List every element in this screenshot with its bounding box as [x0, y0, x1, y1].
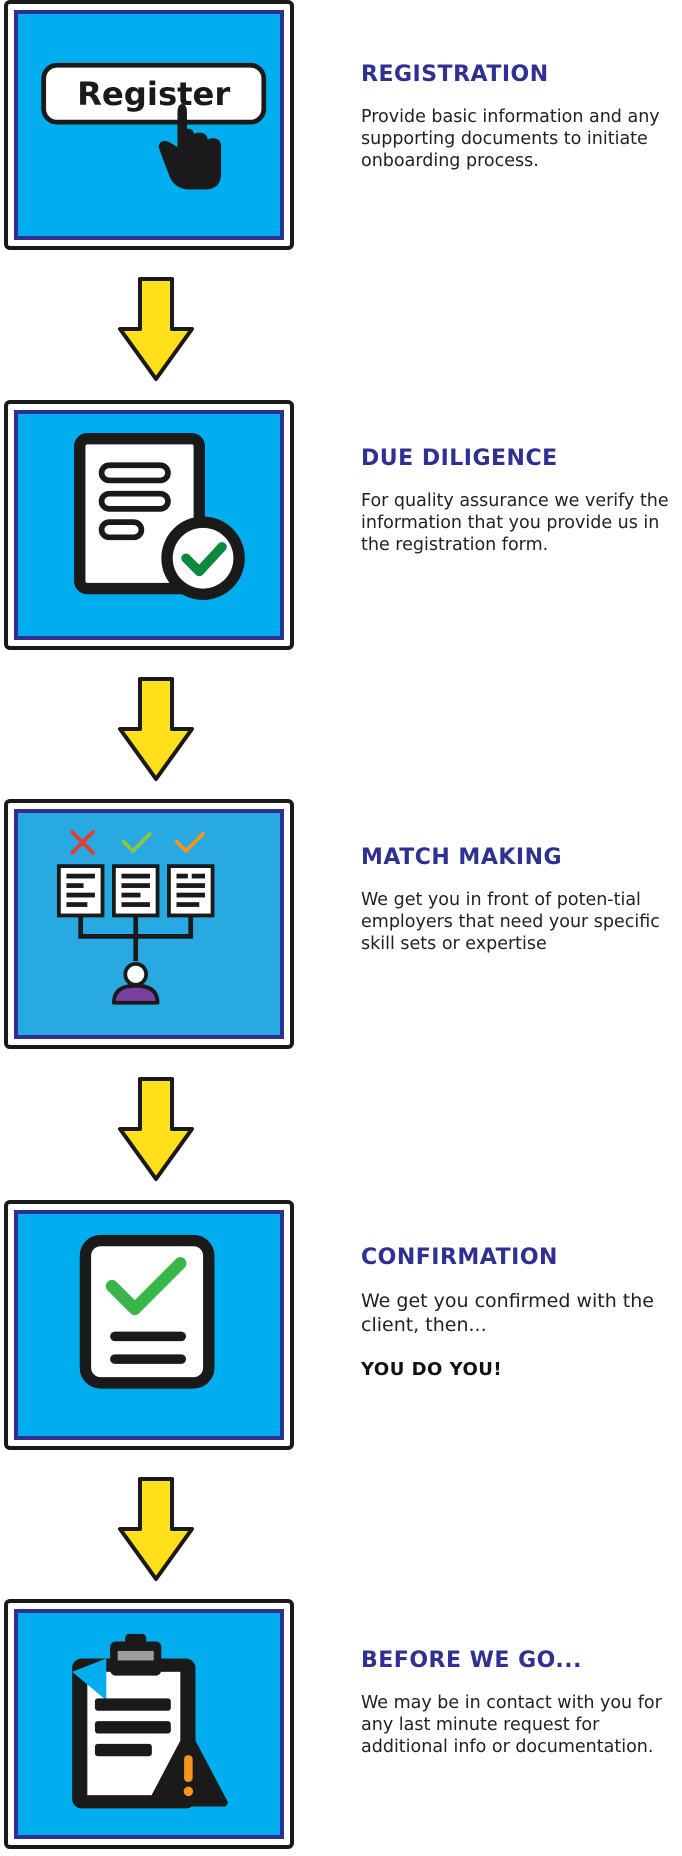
step-3-text: MATCH MAKING We get you in front of pote…	[361, 845, 679, 955]
step-4-extra: YOU DO YOU!	[361, 1359, 503, 1380]
check-orange-icon	[174, 831, 205, 853]
step-3-title: MATCH MAKING	[361, 845, 563, 870]
step-1-description: Provide basic information and any suppor…	[361, 107, 660, 171]
step-1-illustration-frame: Register	[14, 10, 284, 240]
step-2-title: DUE DILIGENCE	[361, 446, 558, 471]
step-4-illustration-frame	[14, 1210, 284, 1440]
confirmed-document-check-icon	[79, 1234, 215, 1389]
step-1-text: REGISTRATION Provide basic information a…	[361, 62, 679, 172]
resume-icon	[167, 864, 215, 918]
down-arrow-icon	[118, 677, 194, 781]
step-5-description: We may be in contact with you for any la…	[361, 1693, 662, 1757]
resume-icon	[56, 864, 105, 918]
down-arrow-icon	[118, 1077, 194, 1181]
check-green-icon	[121, 831, 152, 853]
clipboard-warning-icon	[72, 1633, 228, 1809]
step-4-description: We get you confirmed with the client, th…	[361, 1290, 654, 1336]
candidate-match-tree-icon	[56, 830, 215, 1005]
step-5-card	[4, 1599, 294, 1849]
step-5-title: BEFORE WE GO...	[361, 1648, 582, 1673]
resume-icon	[112, 864, 160, 918]
candidate-person-icon	[112, 961, 160, 1005]
register-button-hand-cursor-icon: Register	[41, 62, 267, 190]
step-3-card	[4, 799, 294, 1049]
step-3-description: We get you in front of poten-tial employ…	[361, 890, 660, 954]
step-1-card: Register	[4, 0, 294, 250]
register-button-label: Register	[77, 75, 230, 113]
step-4-text: CONFIRMATION We get you confirmed with t…	[361, 1245, 679, 1380]
step-2-illustration-frame	[14, 410, 284, 640]
down-arrow-icon	[118, 277, 194, 381]
cross-red-icon	[70, 830, 95, 855]
step-5-text: BEFORE WE GO... We may be in contact wit…	[361, 1648, 679, 1758]
step-4-title: CONFIRMATION	[361, 1245, 558, 1270]
step-2-card	[4, 400, 294, 650]
step-3-illustration-frame	[14, 809, 284, 1039]
document-check-icon	[74, 432, 245, 600]
step-2-description: For quality assurance we verify the info…	[361, 491, 669, 555]
step-5-illustration-frame	[14, 1609, 284, 1839]
down-arrow-icon	[118, 1477, 194, 1581]
step-1-title: REGISTRATION	[361, 62, 549, 87]
step-2-text: DUE DILIGENCE For quality assurance we v…	[361, 446, 679, 556]
step-4-card	[4, 1200, 294, 1450]
